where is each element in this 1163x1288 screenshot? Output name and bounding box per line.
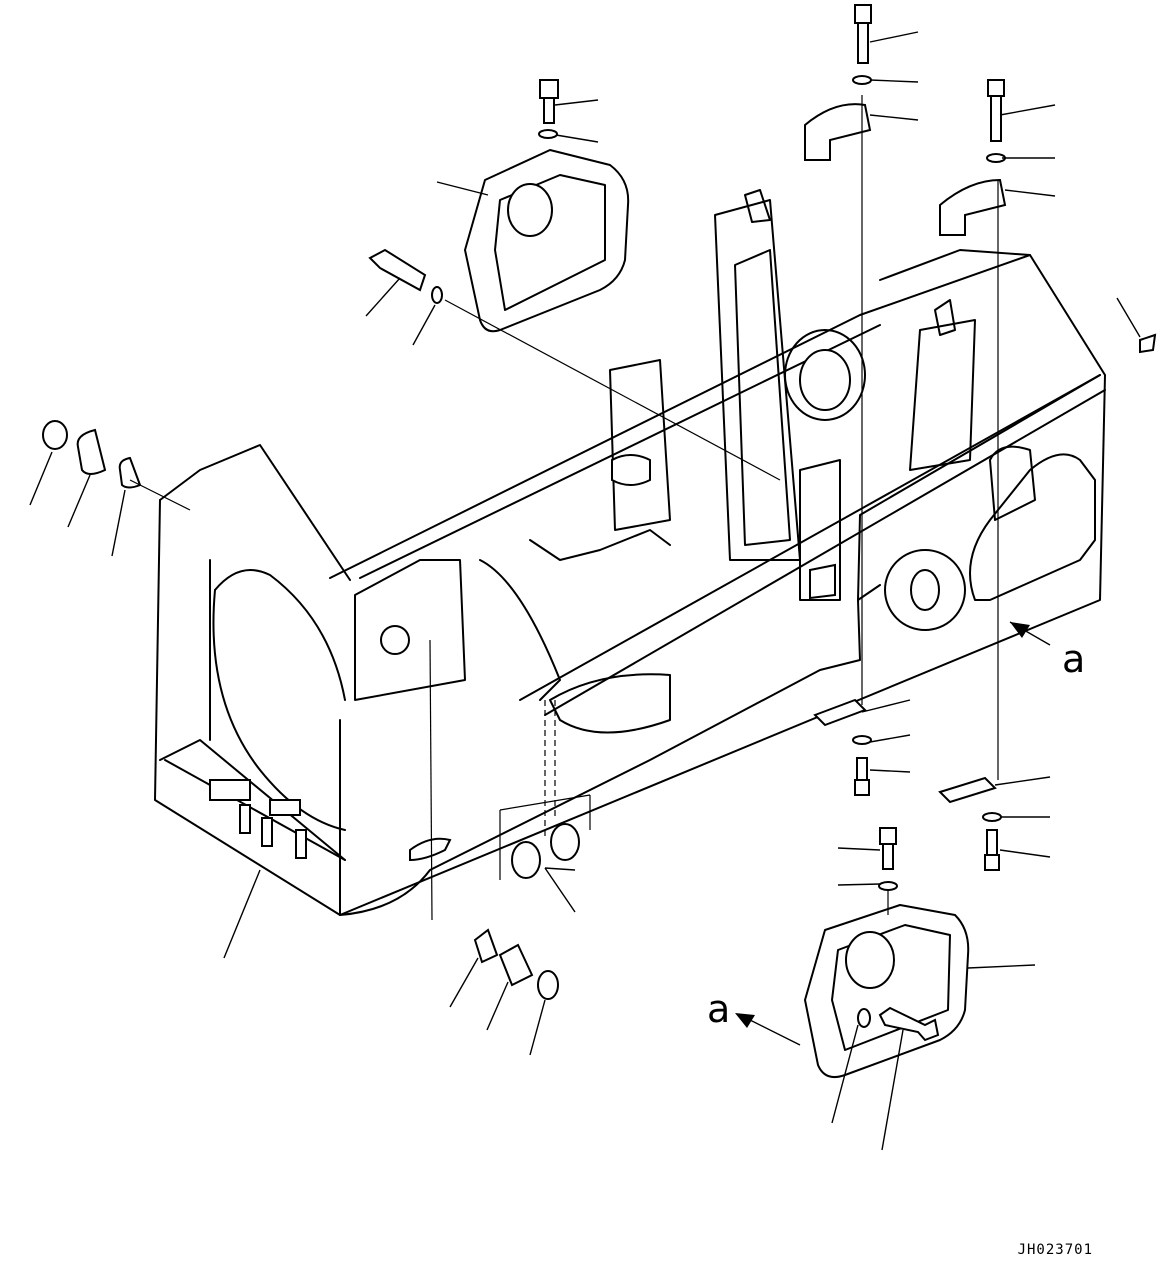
view-letter-right: a xyxy=(1062,637,1086,681)
view-arrow-right xyxy=(1009,621,1051,646)
bushings xyxy=(42,420,580,1000)
main-frame xyxy=(154,189,1106,916)
leader-lines xyxy=(29,31,1141,1151)
view-letter-left: a xyxy=(707,987,731,1031)
drawing-code: JH023701 xyxy=(1017,1242,1093,1258)
guide-lines xyxy=(129,95,999,921)
cover-plate-lower-right xyxy=(804,904,970,1078)
small-plates xyxy=(813,698,997,804)
cover-plate-upper-left xyxy=(464,149,630,333)
bolts xyxy=(368,4,1157,1042)
cap-clamps xyxy=(804,103,1007,236)
view-arrow-left xyxy=(735,1013,801,1046)
